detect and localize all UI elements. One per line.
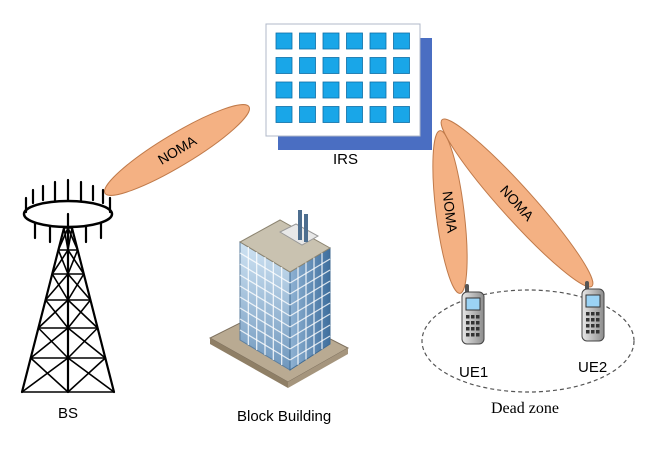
- building-icon: [208, 210, 350, 388]
- tower-icon: [20, 178, 116, 394]
- irs-element: [322, 106, 340, 123]
- irs-element: [322, 81, 340, 99]
- irs-element: [275, 106, 293, 123]
- phone-icon: [581, 281, 605, 342]
- irs-element: [275, 57, 293, 74]
- irs-element: [299, 106, 316, 123]
- irs-element: [393, 106, 410, 123]
- irs-element: [346, 32, 363, 50]
- beam-bs-irs: NOMA: [104, 104, 250, 196]
- irs-element: [322, 32, 340, 50]
- bs-label: BS: [58, 405, 79, 422]
- irs-element: [369, 57, 387, 74]
- dead-zone-boundary: [421, 289, 635, 393]
- irs-element: [275, 32, 293, 50]
- phone-icon: [461, 284, 485, 345]
- irs-element-grid: [275, 32, 410, 123]
- irs-element: [369, 32, 387, 50]
- irs-label: IRS: [333, 151, 359, 168]
- irs-element: [346, 81, 363, 99]
- irs-element: [393, 57, 410, 74]
- irs-element: [299, 57, 316, 74]
- irs-element: [299, 81, 316, 99]
- irs-element: [346, 106, 363, 123]
- irs-panel: [265, 23, 432, 150]
- irs-element: [299, 32, 316, 50]
- beam-irs-ue1-label: NOMA: [440, 190, 461, 234]
- irs-element: [369, 106, 387, 123]
- irs-element: [346, 57, 363, 74]
- irs-element: [393, 81, 410, 99]
- building-label: Block Building: [237, 408, 332, 425]
- ue1-label: UE1: [459, 364, 489, 381]
- irs-element: [369, 81, 387, 99]
- beam-irs-ue1: NOMA: [432, 130, 468, 294]
- irs-element: [275, 81, 293, 99]
- dead-zone-label: Dead zone: [491, 400, 559, 417]
- irs-element: [393, 32, 410, 50]
- ue2-label: UE2: [578, 359, 608, 376]
- irs-element: [322, 57, 340, 74]
